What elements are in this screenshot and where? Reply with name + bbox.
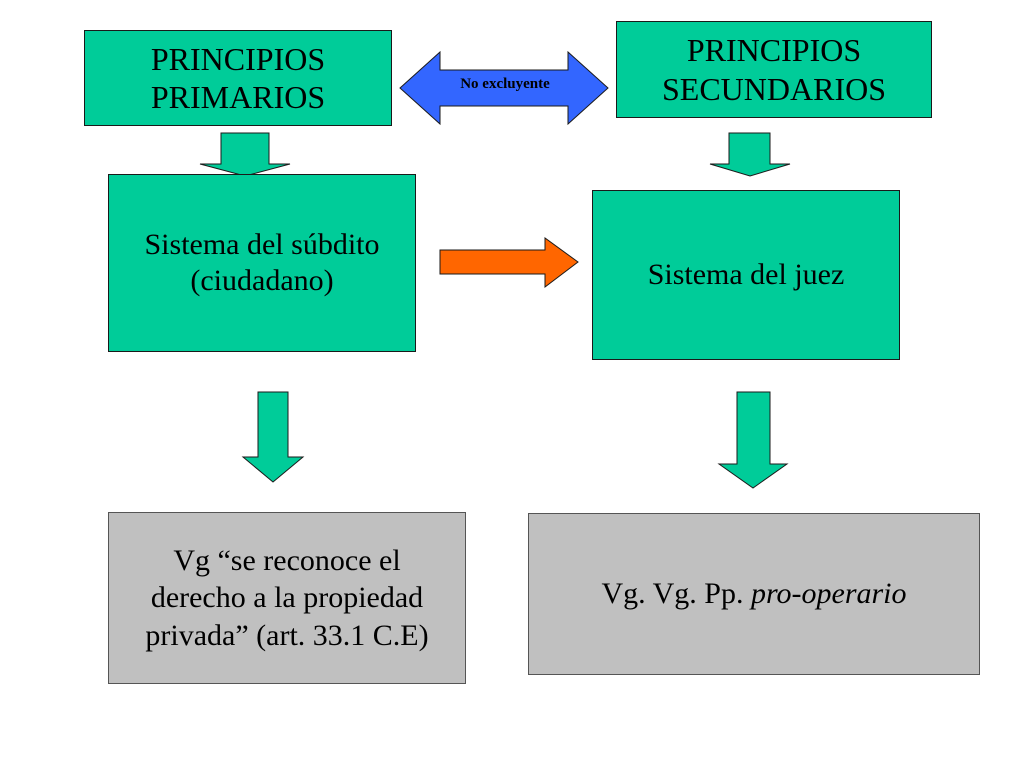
no-excluyente-label: No excluyente [460,76,550,92]
no-excluyente-double-arrow [399,50,609,126]
example-right-italic: pro-operario [750,577,907,610]
example-right-text: Vg. Vg. Pp. pro-operario [601,576,906,612]
example-right-box: Vg. Vg. Pp. pro-operario [528,513,980,675]
subject-system-box: Sistema del súbdito (ciudadano) [108,174,416,352]
down-arrow-left-example [241,391,305,483]
judge-system-label: Sistema del juez [647,258,845,291]
primary-principles-box: PRINCIPIOS PRIMARIOS [84,30,392,126]
secondary-principles-line-1: PRINCIPIOS [686,32,862,69]
example-left-line-3: privada” (art. 33.1 C.E) [145,618,429,652]
subject-system-line-2: (ciudadano) [190,264,334,297]
secondary-principles-box: PRINCIPIOS SECUNDARIOS [616,21,932,118]
primary-principles-line-2: PRIMARIOS [150,79,326,115]
secondary-principles-line-2: SECUNDARIOS [661,70,887,107]
example-left-line-1: Vg “se reconoce el [173,543,401,577]
example-right-prefix: Vg. Vg. Pp. [601,577,744,610]
example-left-box: Vg “se reconoce el derecho a la propieda… [108,512,466,684]
down-arrow-primary [199,132,291,177]
orange-right-arrow [439,237,579,289]
primary-principles-line-1: PRINCIPIOS [150,40,326,77]
example-left-line-2: derecho a la propiedad [150,581,424,615]
down-arrow-secondary [709,132,791,177]
subject-system-line-1: Sistema del súbdito [144,228,380,261]
judge-system-box: Sistema del juez [592,190,900,360]
down-arrow-right-example [717,391,789,489]
